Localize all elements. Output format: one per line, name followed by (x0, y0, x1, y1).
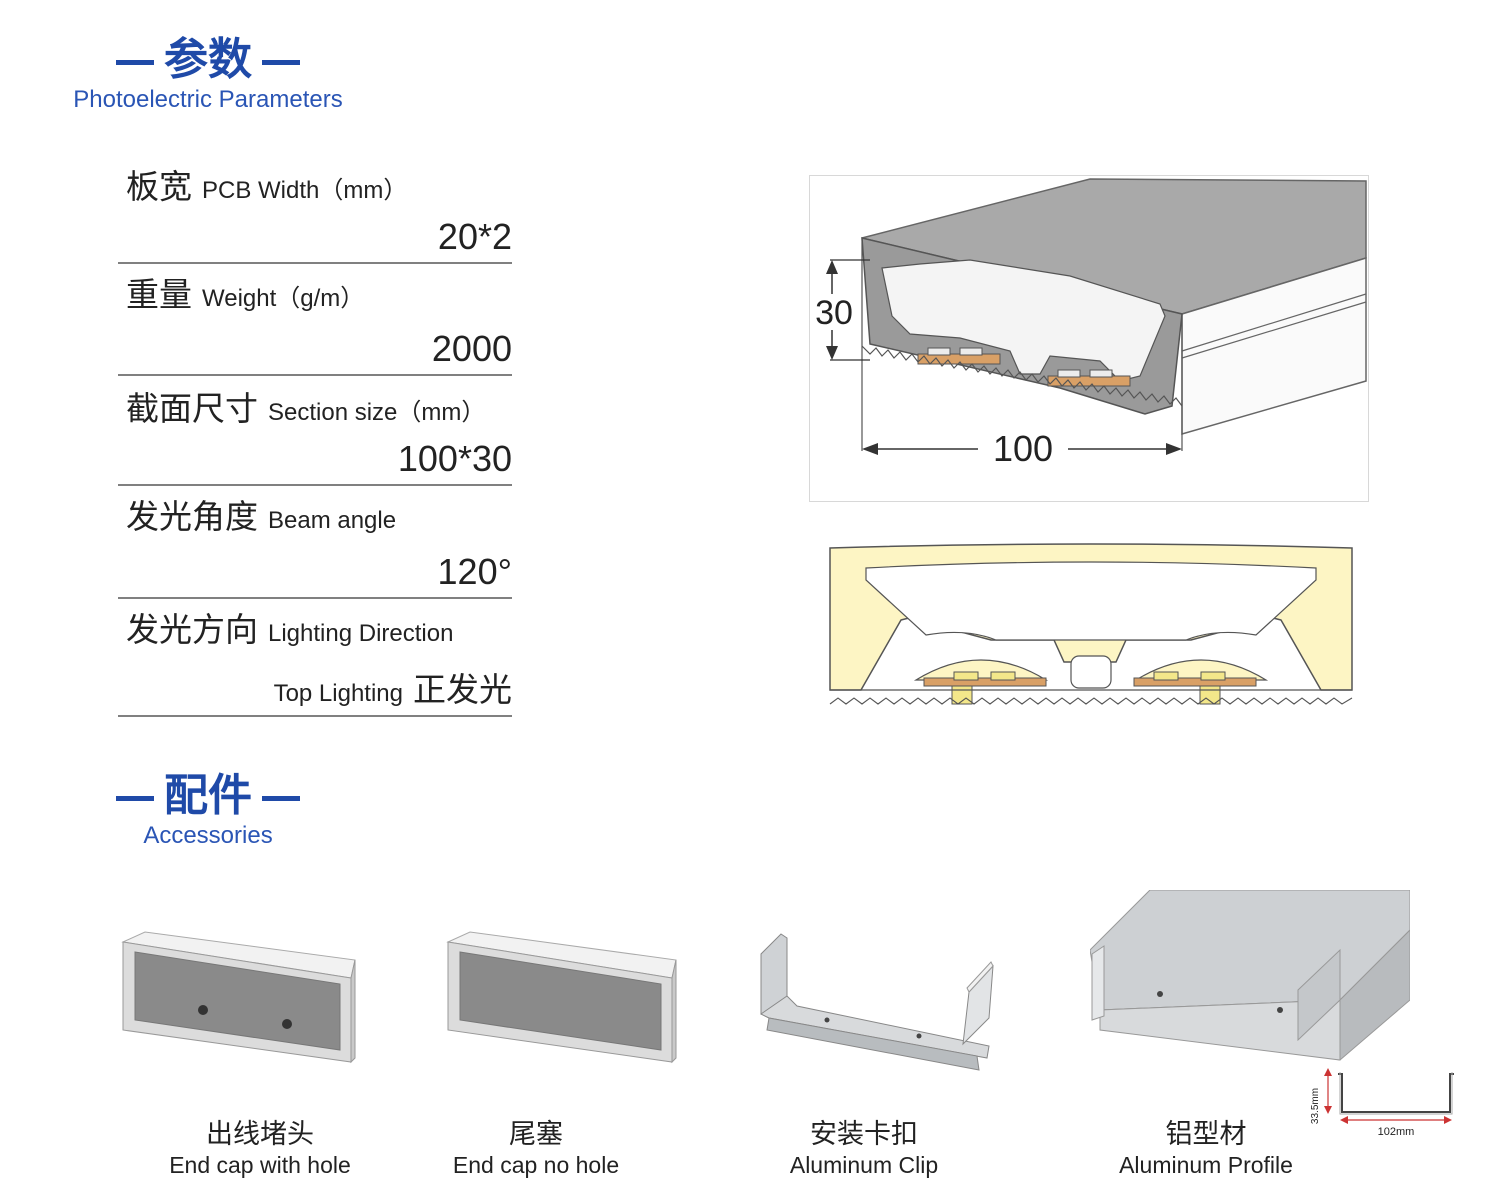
param-label-cn: 发光方向 (126, 610, 258, 649)
aluminum-profile-image (1090, 890, 1410, 1061)
param-label-cn: 重量 (126, 275, 192, 314)
profile-section-diagram (826, 540, 1356, 710)
params-title-cn: 参数 (164, 34, 252, 85)
profile-dimension-drawing: 33.5mm 102mm (1310, 1068, 1454, 1138)
param-label-cn: 发光角度 (126, 497, 258, 536)
accessory-end-cap-no-hole: 尾塞 End cap no hole (420, 880, 677, 1190)
param-label-en: PCB Width（mm） (202, 177, 408, 204)
accessories-heading: 配件 Accessories (70, 770, 346, 850)
profile-3d-svg: 30 100 (814, 178, 1367, 469)
profile-section-svg (829, 543, 1353, 705)
param-value-cn: 正发光 (413, 670, 512, 709)
param-value: 20*2 (437, 216, 512, 257)
param-value: Top Lighting 正发光 (274, 663, 512, 711)
accessory-name-cn: 尾塞 (509, 1119, 563, 1150)
end-cap-with-hole-image (121, 931, 356, 1064)
accessory-name-en: End cap no hole (452, 1152, 620, 1178)
accessory-end-cap-with-hole: 出线堵头 End cap with hole (115, 880, 405, 1190)
param-lighting-direction: 发光方向 Lighting Direction Top Lighting 正发光 (118, 603, 512, 717)
param-label-en: Section size（mm） (268, 399, 486, 426)
accessories-title-cn: 配件 (164, 770, 252, 821)
accessory-name-cn: 出线堵头 (206, 1119, 314, 1150)
accessories-title-en: Accessories (143, 822, 273, 849)
param-label-cn: 板宽 (126, 167, 192, 206)
end-cap-no-hole-image (446, 931, 677, 1064)
param-label-en: Weight（g/m） (202, 285, 365, 312)
accessory-name-en: Aluminum Clip (789, 1152, 939, 1178)
param-label-en: Beam angle (268, 507, 397, 534)
params-title-en: Photoelectric Parameters (73, 86, 343, 113)
heading-dash-left (116, 59, 154, 65)
aluminum-clip-image (760, 933, 994, 1071)
param-value: 100*30 (397, 438, 512, 479)
profile-width-label: 102mm (1378, 1126, 1415, 1138)
height-dimension-label: 30 (815, 294, 853, 332)
params-heading: 参数 Photoelectric Parameters (70, 34, 346, 114)
heading-dash-left (116, 795, 154, 801)
param-label-en: Lighting Direction (268, 620, 454, 647)
param-pcb-width: 板宽 PCB Width（mm） 20*2 (118, 160, 512, 264)
param-label-cn: 截面尺寸 (126, 389, 258, 428)
param-value: 2000 (431, 328, 512, 369)
accessory-aluminum-clip: 安装卡扣 Aluminum Clip (752, 880, 994, 1190)
heading-dash-right (262, 59, 300, 65)
heading-dash-right (262, 795, 300, 801)
accessory-name-en: End cap with hole (169, 1152, 351, 1178)
cable-hole (198, 1005, 208, 1015)
param-weight: 重量 Weight（g/m） 2000 (118, 268, 512, 376)
accessory-aluminum-profile: 33.5mm 102mm 铝型材 Aluminum Profile (1090, 880, 1454, 1190)
profile-3d-diagram: 30 100 (809, 175, 1369, 502)
param-beam-angle: 发光角度 Beam angle 120° (118, 490, 512, 599)
param-value-en: Top Lighting (273, 680, 403, 707)
profile-height-label: 33.5mm (1310, 1088, 1321, 1124)
accessory-name-cn: 安装卡扣 (810, 1119, 918, 1150)
width-dimension-label: 100 (993, 428, 1053, 469)
accessory-name-cn: 铝型材 (1165, 1119, 1247, 1150)
accessory-name-en: Aluminum Profile (1119, 1152, 1293, 1178)
param-section-size: 截面尺寸 Section size（mm） 100*30 (118, 382, 512, 486)
param-value: 120° (437, 551, 512, 592)
